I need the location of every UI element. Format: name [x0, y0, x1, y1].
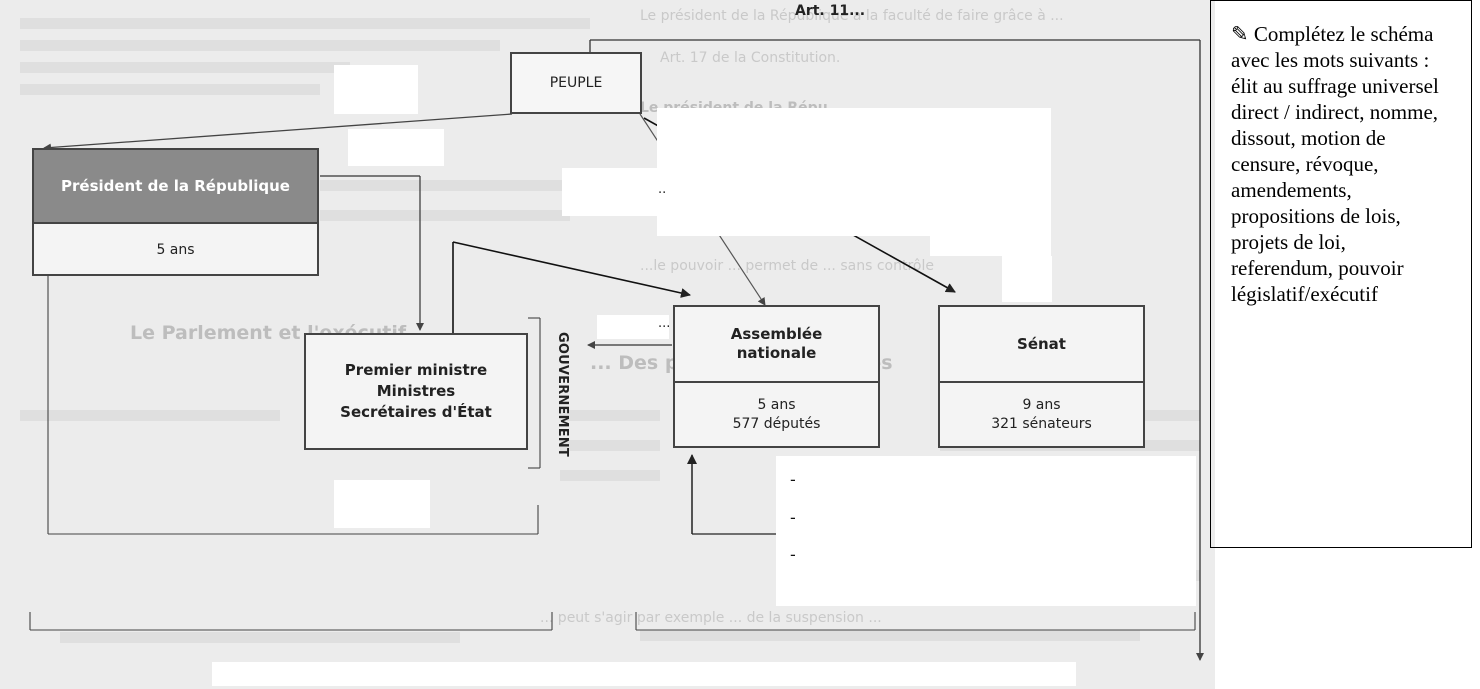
- assemblee-title-line: Assemblée: [730, 325, 823, 343]
- answer-blank[interactable]: [212, 662, 1076, 686]
- list-dash: -: [790, 545, 796, 564]
- blank-mark: ..: [658, 182, 667, 197]
- government-box: Premier ministre Ministres Secrétaires d…: [304, 333, 528, 450]
- president-title: Président de la République: [34, 150, 317, 222]
- senat-title: Sénat: [1017, 334, 1066, 353]
- answer-blank[interactable]: [334, 480, 430, 528]
- assemblee-members: 577 députés: [732, 415, 821, 432]
- article-label: Art. 11...: [795, 3, 866, 19]
- diagram-area: Le président de la République a la facul…: [0, 0, 1215, 689]
- answer-blank[interactable]: [930, 232, 1051, 256]
- background-text: ...le pouvoir ... permet de ... sans con…: [640, 258, 934, 274]
- government-line: Premier ministre: [344, 361, 488, 379]
- government-line: Secrétaires d'État: [340, 403, 492, 421]
- instructions-text: ✎ Complétez le schéma avec les mots suiv…: [1231, 22, 1439, 306]
- background-text: ... peut s'agir par exemple ... de la su…: [540, 610, 882, 626]
- instructions-box: ✎ Complétez le schéma avec les mots suiv…: [1210, 0, 1472, 548]
- answer-blank[interactable]: [1002, 256, 1052, 302]
- peuple-box: PEUPLE: [510, 52, 642, 114]
- blank-mark: ...: [658, 316, 671, 331]
- government-side-label: GOUVERNEMENT: [555, 331, 570, 457]
- connector: [43, 113, 513, 152]
- answer-blank[interactable]: [657, 108, 1051, 236]
- answer-blank[interactable]: [597, 315, 669, 339]
- assemblee-title: Assemblée nationale: [675, 307, 878, 381]
- assemblee-title-line: nationale: [736, 344, 817, 362]
- peuple-label: PEUPLE: [549, 75, 603, 91]
- diagram-connectors: [29, 39, 1204, 661]
- answer-blank[interactable]: [562, 168, 657, 216]
- answer-blank[interactable]: [334, 65, 418, 114]
- assemblee-box: Assemblée nationale 5 ans 577 députés: [673, 305, 880, 448]
- president-term: 5 ans: [34, 222, 317, 276]
- background-text: Le président de la République a la facul…: [640, 8, 1064, 24]
- senat-details: 9 ans 321 sénateurs: [940, 381, 1143, 446]
- senat-term: 9 ans: [1022, 396, 1061, 413]
- list-dash: -: [790, 470, 796, 489]
- assemblee-details: 5 ans 577 députés: [675, 381, 878, 446]
- background-text: Art. 17 de la Constitution.: [660, 50, 841, 66]
- list-dash: -: [790, 508, 796, 527]
- government-line: Ministres: [376, 382, 456, 400]
- answer-blank[interactable]: [776, 456, 1196, 606]
- assemblee-term: 5 ans: [757, 396, 796, 413]
- connector: [452, 241, 691, 298]
- president-box: Président de la République 5 ans: [32, 148, 319, 276]
- senat-members: 321 sénateurs: [991, 415, 1092, 432]
- senat-box: Sénat 9 ans 321 sénateurs: [938, 305, 1145, 448]
- answer-blank[interactable]: [348, 129, 444, 166]
